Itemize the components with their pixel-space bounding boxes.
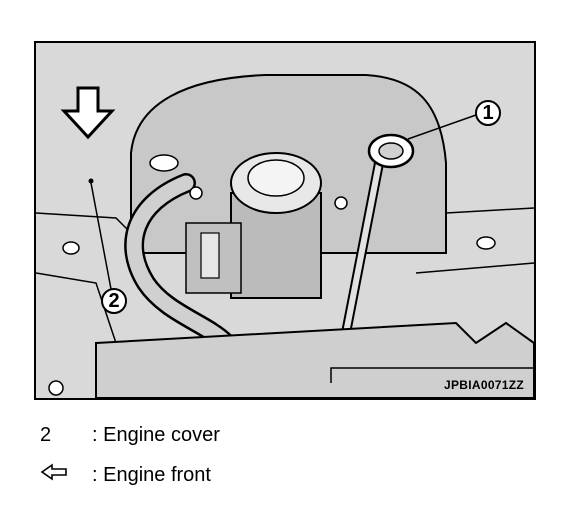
legend-key-number: 2 xyxy=(40,424,52,446)
legend-text: : Engine cover xyxy=(92,424,220,446)
legend-text: : Engine front xyxy=(92,464,211,486)
figure-code: JPBIA0071ZZ xyxy=(444,378,524,392)
callout-1-circle xyxy=(475,100,501,126)
engine-illustration: 1 2 JPBIA0071ZZ xyxy=(34,41,536,400)
engine-drawing xyxy=(36,43,534,398)
callout-2-circle xyxy=(101,288,127,314)
callout-2-label: 2 xyxy=(108,290,120,312)
engine-front-arrow-icon xyxy=(60,86,116,140)
callout-1-leader xyxy=(407,114,477,140)
legend-item-engine-front: : Engine front xyxy=(40,463,211,487)
callout-2-leader xyxy=(90,182,112,290)
callout-1-label: 1 xyxy=(482,102,494,124)
left-arrow-icon xyxy=(40,463,92,487)
legend-item-engine-cover: 2 : Engine cover xyxy=(40,423,220,447)
